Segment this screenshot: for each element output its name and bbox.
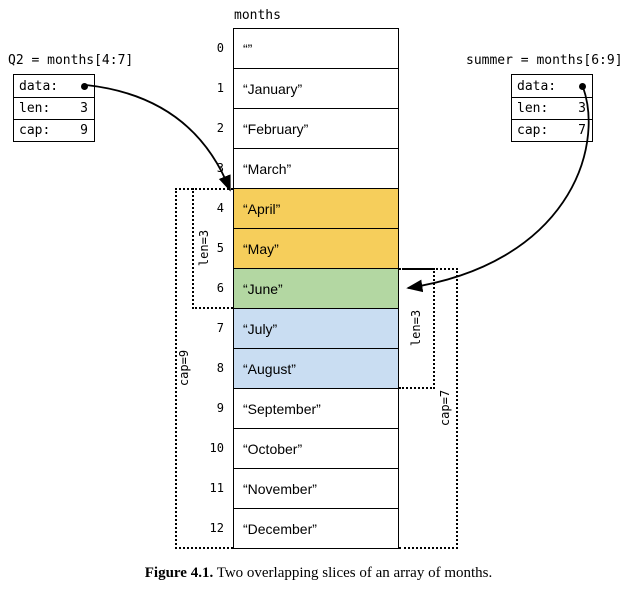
index-label: 3 xyxy=(216,161,224,175)
caption-text: Two overlapping slices of an array of mo… xyxy=(213,565,493,581)
summer-slice-header: summer = months[6:9] xyxy=(466,53,623,68)
array-cell: “October” xyxy=(233,428,399,469)
len-field-label: len: xyxy=(19,101,51,116)
summer-slice-struct: data: len: 3 cap: 7 xyxy=(511,74,593,142)
array-cell: “May” xyxy=(233,228,399,269)
index-label: 0 xyxy=(216,41,224,55)
array-cell: “July” xyxy=(233,308,399,349)
index-label: 12 xyxy=(209,521,224,535)
figure-number: Figure 4.1. xyxy=(144,565,214,581)
summer-cap-label: cap=7 xyxy=(438,389,453,427)
array-cell: “December” xyxy=(233,508,399,549)
cap-field-label: cap: xyxy=(517,123,549,138)
array-cell: “January” xyxy=(233,68,399,109)
index-label: 9 xyxy=(216,401,224,415)
index-label: 1 xyxy=(216,81,224,95)
array-cell: “June” xyxy=(233,268,399,309)
index-label: 7 xyxy=(216,321,224,335)
q2-cap-label: cap=9 xyxy=(177,349,192,387)
summer-data-row: data: xyxy=(512,75,592,97)
array-cell: “August” xyxy=(233,348,399,389)
index-label: 5 xyxy=(216,241,224,255)
index-label: 2 xyxy=(216,121,224,135)
figure-caption: Figure 4.1. Two overlapping slices of an… xyxy=(0,565,637,582)
pointer-dot-icon xyxy=(579,82,586,90)
data-field-label: data: xyxy=(19,78,59,94)
q2-slice-struct: data: len: 3 cap: 9 xyxy=(13,74,95,142)
len-field-label: len: xyxy=(517,101,549,116)
len-field-value: 3 xyxy=(578,101,586,116)
data-field-label: data: xyxy=(517,78,557,94)
index-label: 10 xyxy=(209,441,224,455)
summer-len-label: len=3 xyxy=(409,309,424,347)
array-title: months xyxy=(234,8,281,23)
cap-field-label: cap: xyxy=(19,123,51,138)
q2-cap-row: cap: 9 xyxy=(14,119,94,141)
array-cell: “March” xyxy=(233,148,399,189)
array-cell: “” xyxy=(233,28,399,69)
summer-cap-row: cap: 7 xyxy=(512,119,592,141)
array-cell: “April” xyxy=(233,188,399,229)
q2-data-row: data: xyxy=(14,75,94,97)
array-cell: “September” xyxy=(233,388,399,429)
index-label: 6 xyxy=(216,281,224,295)
pointer-dot-icon xyxy=(81,82,88,90)
index-label: 8 xyxy=(216,361,224,375)
index-label: 11 xyxy=(209,481,224,495)
len-field-value: 3 xyxy=(80,101,88,116)
index-label: 4 xyxy=(216,201,224,215)
cap-field-value: 9 xyxy=(80,123,88,138)
months-array: “” “January” “February” “March” “April” … xyxy=(233,28,399,549)
q2-slice-header: Q2 = months[4:7] xyxy=(8,53,134,68)
array-cell: “February” xyxy=(233,108,399,149)
array-cell: “November” xyxy=(233,468,399,509)
cap-field-value: 7 xyxy=(578,123,586,138)
q2-len-row: len: 3 xyxy=(14,97,94,119)
q2-len-label: len=3 xyxy=(197,229,212,267)
summer-len-row: len: 3 xyxy=(512,97,592,119)
